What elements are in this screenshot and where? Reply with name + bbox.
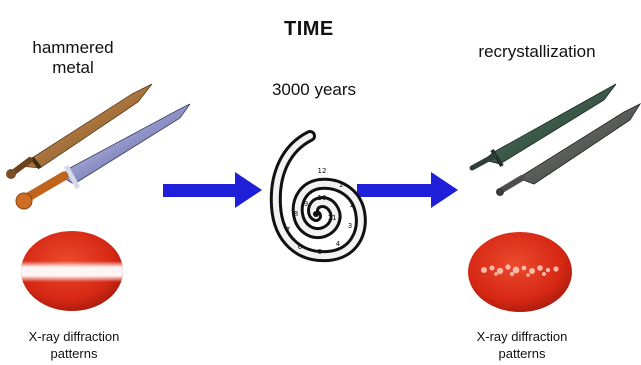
time-title: TIME (284, 18, 334, 41)
clock-number: 7 (286, 226, 290, 234)
diffraction-pattern-icon (18, 231, 128, 311)
clock-number: 11 (328, 214, 337, 222)
caption-line-1: X-ray diffraction (14, 328, 134, 345)
corroded-sword-icon (472, 84, 616, 168)
clock-number: 6 (298, 243, 303, 251)
caption-line-1: X-ray diffraction (462, 328, 582, 345)
caption-line-2: patterns (14, 345, 134, 362)
clock-number: 1 (339, 181, 343, 189)
clock-number: 8 (294, 210, 298, 218)
diffraction-pattern-icon (468, 232, 572, 312)
clock-number: 4 (336, 240, 341, 248)
left-diffraction-caption: X-ray diffraction patterns (14, 328, 134, 362)
duration-label: 3000 years (258, 80, 370, 100)
clock-number: 2 (350, 201, 354, 209)
right-diffraction-caption: X-ray diffraction patterns (462, 328, 582, 362)
arrow-right-icon (357, 172, 458, 208)
clock-number: 5 (318, 248, 322, 256)
clock-number: 9 (304, 200, 308, 208)
clock-number: 12 (318, 167, 327, 175)
caption-line-2: patterns (462, 345, 582, 362)
hammered-metal-label: hammered metal (18, 38, 128, 78)
recrystallization-label: recrystallization (462, 42, 612, 62)
clock-number: 3 (348, 222, 352, 230)
arrow-right-icon (163, 172, 262, 208)
label-line-1: hammered (18, 38, 128, 58)
label-line-2: metal (18, 58, 128, 78)
clock-number: 10 (318, 194, 327, 202)
